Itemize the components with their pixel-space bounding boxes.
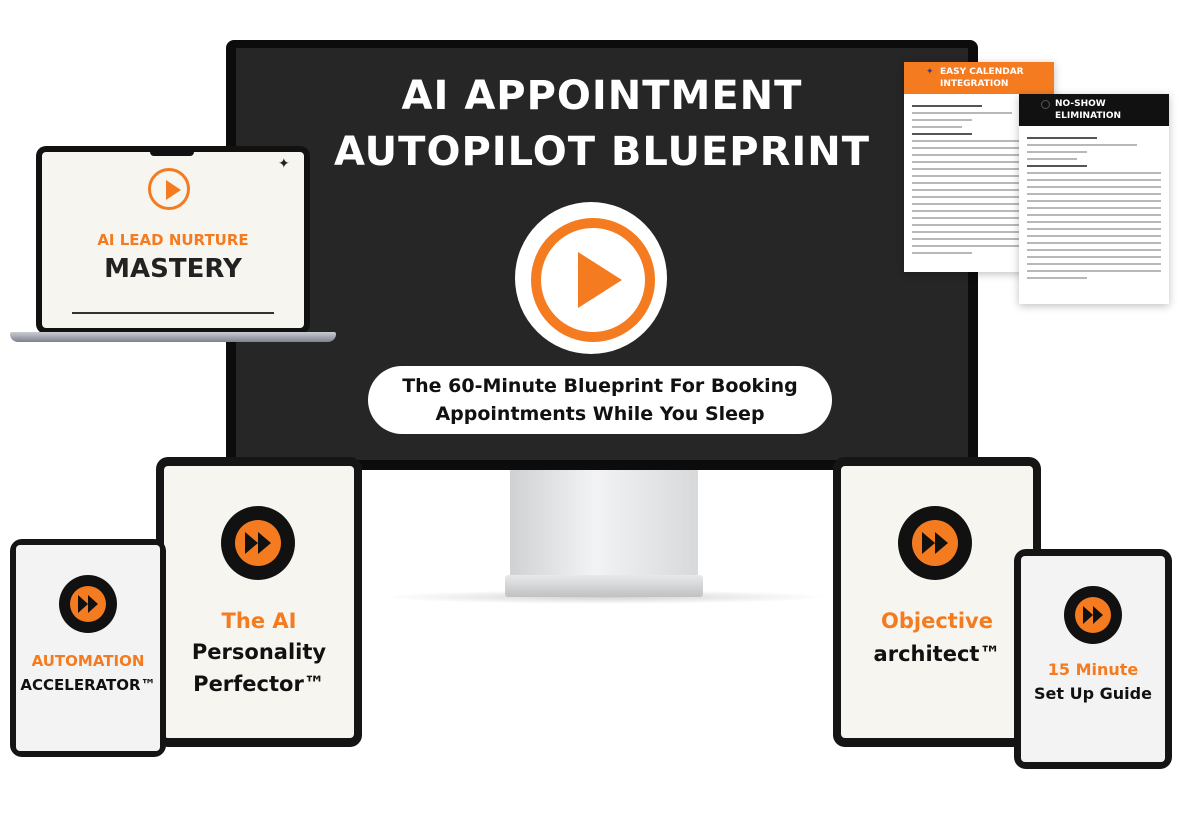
tablet-objective-line1: Objective: [881, 609, 993, 633]
monitor-stand: [510, 465, 698, 585]
doc-no-show-body: [1019, 126, 1169, 279]
fast-forward-arrow-2: [88, 595, 98, 613]
laptop-base: [10, 332, 336, 342]
fast-forward-arrow-1: [1083, 606, 1093, 624]
doc-easy-calendar-title-line2: INTEGRATION: [940, 79, 1009, 89]
fast-forward-arrow-1: [245, 532, 258, 554]
doc-no-show-header: NO-SHOW ELIMINATION: [1019, 94, 1169, 126]
play-icon: [166, 180, 181, 200]
laptop-notch: [150, 148, 194, 156]
tablet-personality-line3: Perfector™: [193, 672, 325, 696]
tablet-setup-line1: 15 Minute: [1047, 660, 1139, 679]
star-icon: ✦: [926, 67, 934, 77]
doc-no-show: NO-SHOW ELIMINATION: [1019, 94, 1169, 304]
sparkle-icon: ✦: [278, 156, 290, 172]
tablet-setup-line2: Set Up Guide: [1034, 684, 1152, 703]
monitor-title-line2: AUTOPILOT BLUEPRINT: [333, 129, 871, 175]
doc-easy-calendar-body: [904, 94, 1054, 254]
laptop-progress-bar: [72, 312, 274, 314]
tablet-personality-line1: The AI: [221, 609, 297, 633]
monitor-title: AI APPOINTMENT AUTOPILOT BLUEPRINT: [236, 68, 968, 180]
play-icon: [578, 252, 622, 308]
circle-icon: [1041, 100, 1050, 109]
tablet-objective-line2: architect™: [873, 642, 1001, 666]
laptop-subtitle: AI LEAD NURTURE: [97, 231, 249, 249]
tablet-automation-line2: ACCELERATOR™: [20, 676, 156, 694]
doc-easy-calendar-title-line1: EASY CALENDAR: [940, 67, 1024, 77]
monitor-title-line1: AI APPOINTMENT: [401, 73, 803, 119]
laptop-play-button[interactable]: [148, 168, 190, 210]
fast-forward-arrow-1: [922, 532, 935, 554]
fast-forward-arrow-2: [935, 532, 948, 554]
monitor-subtitle-line2: Appointments While You Sleep: [435, 403, 765, 425]
laptop-title: MASTERY: [104, 254, 242, 284]
fast-forward-arrow-2: [258, 532, 271, 554]
fast-forward-arrow-2: [1093, 606, 1103, 624]
fast-forward-arrow-1: [78, 595, 88, 613]
doc-no-show-title-line2: ELIMINATION: [1055, 111, 1122, 121]
tablet-automation-line1: AUTOMATION: [31, 652, 145, 670]
monitor-subtitle-pill: The 60-Minute Blueprint For Booking Appo…: [368, 366, 832, 434]
monitor-subtitle-line1: The 60-Minute Blueprint For Booking: [402, 375, 798, 397]
monitor-shadow: [380, 590, 830, 604]
monitor-stand-base: [505, 575, 703, 597]
tablet-personality-line2: Personality: [191, 640, 327, 664]
doc-no-show-title-line1: NO-SHOW: [1055, 99, 1106, 109]
doc-easy-calendar-header: ✦ EASY CALENDAR INTEGRATION: [904, 62, 1054, 94]
